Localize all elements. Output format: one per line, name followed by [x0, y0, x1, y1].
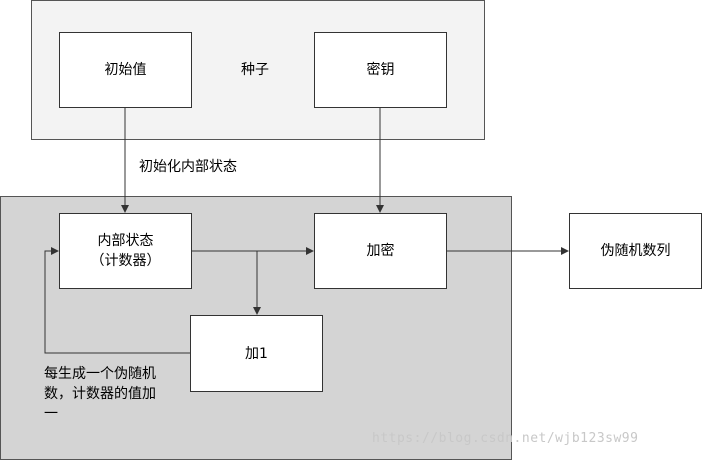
- output-label: 伪随机数列: [600, 243, 671, 259]
- encrypt-label: 加密: [366, 243, 395, 259]
- arrow-increment-feedback: [44, 247, 190, 354]
- init-internal-state-label: 初始化内部状态: [139, 159, 237, 175]
- increment-box: 加1: [190, 315, 323, 392]
- initial-value-label: 初始值: [104, 62, 147, 78]
- counter-label: （计数器）: [90, 253, 161, 269]
- internal-state-label: 内部状态: [97, 233, 154, 249]
- seed-label: 种子: [241, 62, 269, 78]
- feedback-note: 每生成一个伪随机数，计数器的值加一: [44, 366, 156, 422]
- encrypt-box: 加密: [314, 213, 447, 289]
- increment-label: 加1: [245, 345, 268, 362]
- watermark: https://blog.csdn.net/wjb123sw99: [372, 431, 639, 446]
- key-box: 密钥: [314, 32, 447, 108]
- key-label: 密钥: [366, 62, 395, 78]
- internal-state-box: 内部状态 （计数器）: [59, 213, 192, 289]
- output-box: 伪随机数列: [569, 213, 702, 289]
- initial-value-box: 初始值: [59, 32, 192, 108]
